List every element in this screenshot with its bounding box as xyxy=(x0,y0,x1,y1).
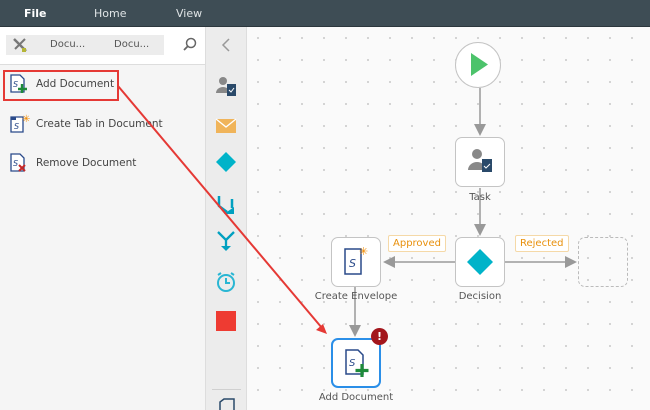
add-document-node[interactable]: S xyxy=(331,338,381,388)
search-icon[interactable] xyxy=(182,37,198,53)
menu-file[interactable]: File xyxy=(24,7,47,20)
connectors xyxy=(349,88,577,337)
decision-node[interactable] xyxy=(455,237,505,287)
svg-text:✳: ✳ xyxy=(22,114,30,125)
task-icon[interactable] xyxy=(215,75,237,97)
tools-icon[interactable] xyxy=(6,35,36,55)
timer-icon[interactable] xyxy=(215,271,237,293)
add-document-icon: S xyxy=(10,74,27,93)
divider xyxy=(212,389,241,390)
breadcrumb-item[interactable]: Docu... xyxy=(36,35,100,55)
toolbox xyxy=(206,27,247,410)
collapse-chevron-icon[interactable] xyxy=(219,37,233,53)
remove-document-icon: S xyxy=(10,153,26,172)
split-icon[interactable] xyxy=(215,230,237,252)
page-icon[interactable] xyxy=(218,398,236,410)
decision-icon[interactable] xyxy=(215,151,237,173)
action-label: Remove Document xyxy=(36,157,137,169)
workflow-canvas[interactable]: Task Decision S✳ Create Envelope Approve… xyxy=(247,27,650,410)
create-envelope-icon: S✳ xyxy=(344,245,368,275)
svg-text:S: S xyxy=(349,257,356,270)
action-label: Create Tab in Document xyxy=(36,118,163,130)
error-badge-icon[interactable]: ! xyxy=(371,328,388,345)
merge-icon[interactable] xyxy=(215,194,237,216)
breadcrumb-item[interactable]: Docu... xyxy=(100,35,164,55)
play-icon xyxy=(471,53,488,76)
action-create-tab[interactable]: S✳ Create Tab in Document xyxy=(6,110,196,138)
node-label: Task xyxy=(469,192,491,203)
svg-text:S: S xyxy=(13,80,18,89)
node-label: Create Envelope xyxy=(314,291,398,302)
create-tab-icon: S✳ xyxy=(10,114,30,133)
approved-label: Approved xyxy=(388,235,446,252)
top-menu-bar: File Home View xyxy=(0,0,650,27)
action-label: Add Document xyxy=(36,78,115,90)
svg-text:S: S xyxy=(349,358,356,369)
rejected-label: Rejected xyxy=(515,235,569,252)
menu-home[interactable]: Home xyxy=(94,7,127,20)
task-icon xyxy=(468,149,492,172)
stop-icon[interactable] xyxy=(215,310,237,332)
action-add-document[interactable]: S Add Document xyxy=(6,70,196,98)
menu-view[interactable]: View xyxy=(176,7,203,20)
highlight-box xyxy=(3,70,119,101)
empty-node-placeholder[interactable] xyxy=(578,237,628,287)
actions-panel: Docu... Docu... S Add Document S✳ Create… xyxy=(0,27,206,410)
breadcrumb: Docu... Docu... xyxy=(0,27,205,65)
svg-text:S: S xyxy=(13,159,18,168)
svg-text:✳: ✳ xyxy=(359,245,368,258)
node-label: Add Document xyxy=(318,392,394,403)
action-remove-document[interactable]: S Remove Document xyxy=(6,149,196,177)
task-node[interactable] xyxy=(455,137,505,187)
add-document-icon: S xyxy=(345,349,369,377)
create-envelope-node[interactable]: S✳ xyxy=(331,237,381,287)
decision-icon xyxy=(467,249,493,275)
start-node[interactable] xyxy=(455,42,501,88)
node-label: Decision xyxy=(458,291,502,302)
svg-text:S: S xyxy=(14,122,19,131)
email-icon[interactable] xyxy=(215,115,237,137)
